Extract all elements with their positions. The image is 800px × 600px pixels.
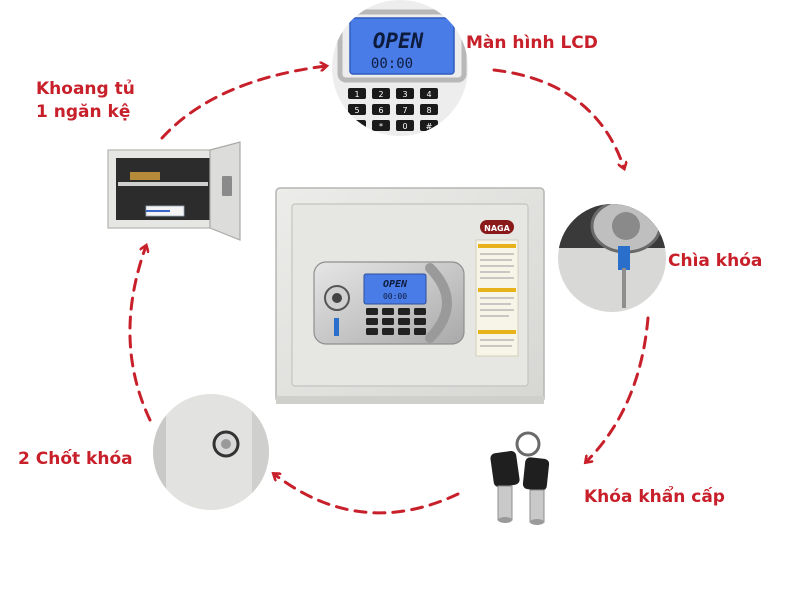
keypad-key: 5 <box>354 106 359 115</box>
brand-badge <box>480 220 514 234</box>
keypad-key: 9 <box>354 122 359 131</box>
arrow-key-to-emergency <box>586 316 650 462</box>
label-key: Chìa khóa <box>668 251 763 271</box>
label-shelf-line1: Khoang tủ <box>36 79 135 99</box>
keypad-key: 0 <box>402 122 407 131</box>
warning-sticker <box>475 239 519 357</box>
keypad-key: 6 <box>378 106 383 115</box>
arrow-bolts-to-shelf <box>128 246 152 422</box>
lcd-line2: 00:00 <box>371 56 413 72</box>
label-bolts: 2 Chốt khóa <box>18 449 133 469</box>
keypad-key: 1 <box>354 90 359 99</box>
safe-lcd-line2: 00:00 <box>383 292 407 301</box>
lcd-closeup <box>332 0 468 136</box>
keypad-key: 7 <box>402 106 407 115</box>
safe-brand: NAGA <box>484 224 510 233</box>
bolts-closeup <box>153 394 269 510</box>
key-closeup <box>558 204 666 312</box>
arrow-shelf-to-lcd <box>160 66 326 140</box>
emergency-keys <box>490 431 550 525</box>
keypad-key: # <box>426 122 433 131</box>
label-lcd: Màn hình LCD <box>466 33 598 53</box>
keypad-key: 2 <box>378 90 383 99</box>
keypad-key: 3 <box>402 90 407 99</box>
safe-keypad <box>366 308 426 335</box>
label-shelf: Khoang tủ 1 ngăn kệ <box>36 78 135 124</box>
safe-lcd-screen <box>363 273 427 305</box>
cycle-arrows <box>128 66 650 515</box>
arrow-lcd-to-key <box>492 68 624 168</box>
lcd-line1: OPEN <box>373 29 424 53</box>
lcd-closeup-keypad: 1 2 3 4 5 6 7 8 9 * 0 # <box>354 90 432 131</box>
shelf-compartment <box>107 141 241 241</box>
keypad-key: * <box>379 122 383 131</box>
arrow-emergency-to-bolts <box>274 474 460 515</box>
label-emergency-lock: Khóa khẩn cấp <box>584 487 725 507</box>
keypad-key: 8 <box>426 106 431 115</box>
safe-illustration <box>275 187 545 404</box>
keypad-key: 4 <box>426 90 431 99</box>
label-shelf-line2: 1 ngăn kệ <box>36 102 131 122</box>
safe-lcd-line1: OPEN <box>383 279 408 290</box>
